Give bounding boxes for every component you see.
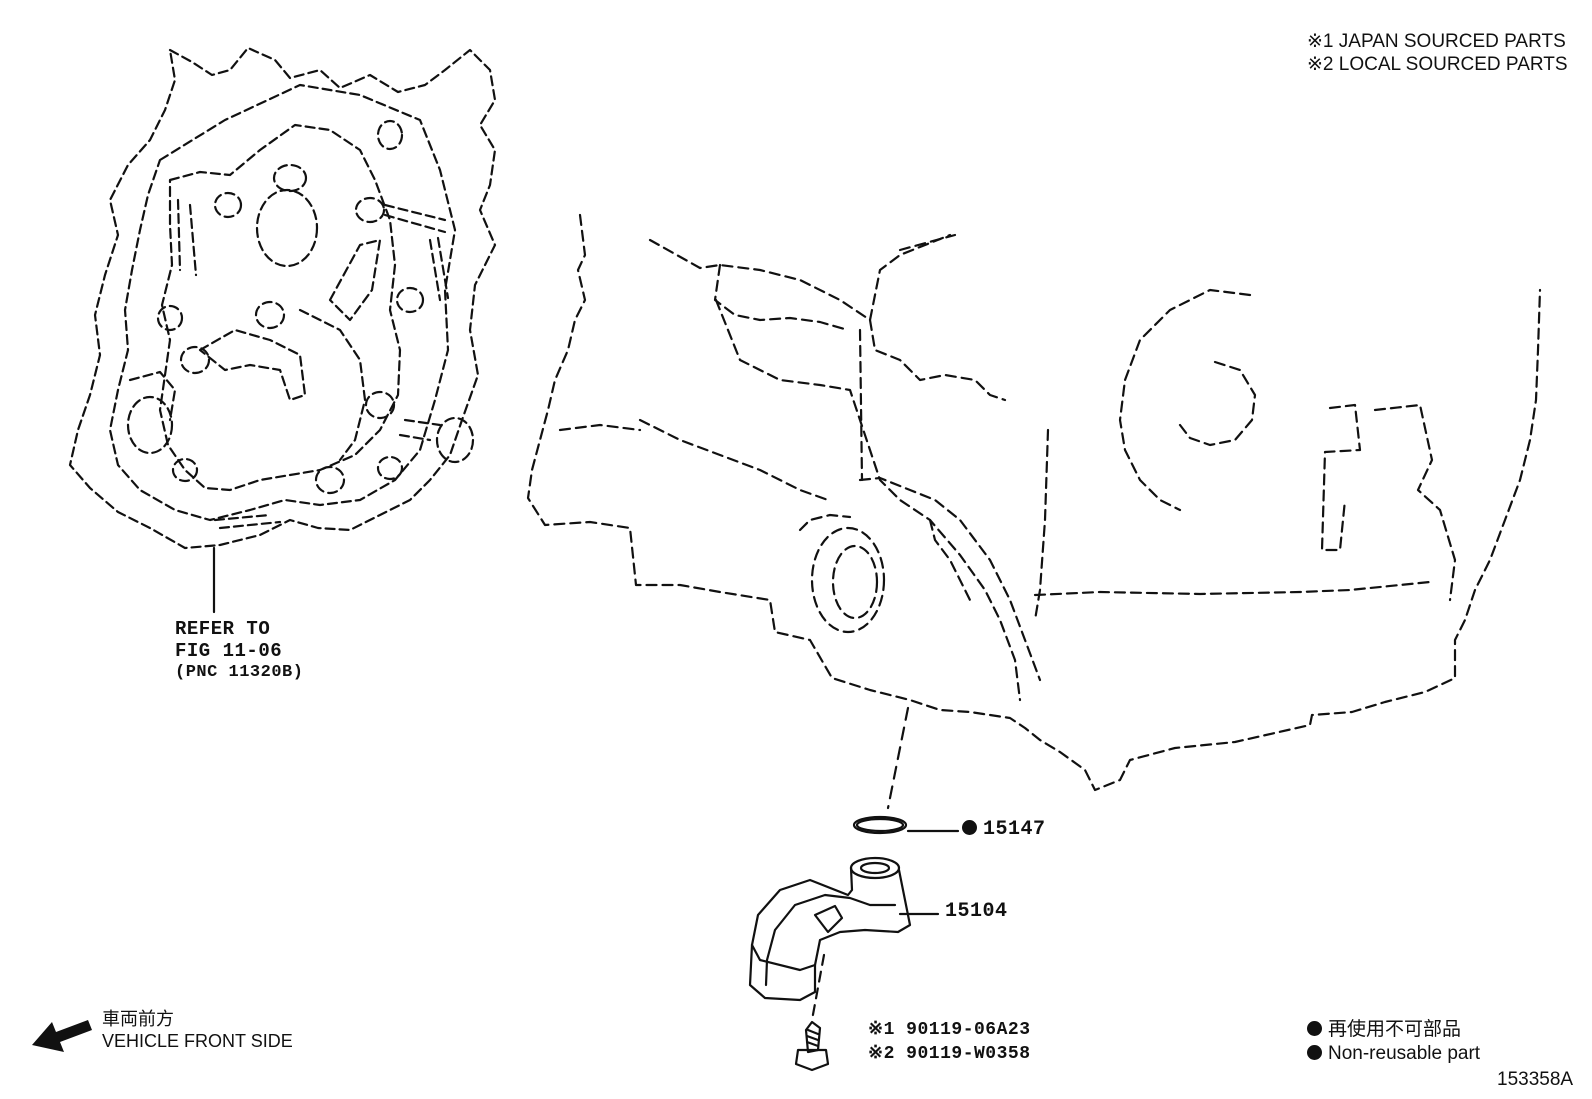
engine-block — [526, 213, 1542, 792]
vehicle-front-label-jp: 車両前方 — [102, 1009, 174, 1029]
bolt-part-number-japan[interactable]: ※1 90119-06A23 — [868, 1020, 1031, 1040]
gasket-part-number[interactable]: 15147 — [962, 818, 1046, 842]
oil-pipe-drawing — [748, 856, 912, 1002]
bolt-dashed-leader — [810, 953, 826, 1022]
legend-dot-icon — [1307, 1045, 1322, 1060]
non-reusable-dot-icon — [962, 820, 977, 835]
reference-note: REFER TO FIG 11-06 (PNC 11320B) — [175, 618, 303, 684]
vehicle-front-arrow — [32, 1020, 92, 1052]
assembly-dashed-leader — [886, 706, 910, 810]
reference-line-3: (PNC 11320B) — [175, 663, 304, 682]
figure-id: 153358A — [1497, 1069, 1574, 1090]
bolt-part-number-local[interactable]: ※2 90119-W0358 — [868, 1044, 1031, 1064]
reference-line-2: FIG 11-06 — [175, 640, 283, 662]
vehicle-front-label-en: VEHICLE FRONT SIDE — [102, 1031, 293, 1051]
timing-chain-cover — [68, 46, 497, 550]
legend-dot-icon — [1307, 1021, 1322, 1036]
legend-japanese: 再使用不可部品 — [1307, 1018, 1461, 1041]
reference-line-1: REFER TO — [175, 618, 271, 640]
bolt-drawing — [794, 1020, 830, 1072]
local-sourced-note: ※2 LOCAL SOURCED PARTS — [1307, 54, 1568, 75]
pipe-part-number[interactable]: 15104 — [945, 900, 1008, 923]
gasket-drawing — [852, 815, 908, 835]
legend-english: Non-reusable part — [1307, 1042, 1480, 1065]
japan-sourced-note: ※1 JAPAN SOURCED PARTS — [1307, 31, 1566, 52]
